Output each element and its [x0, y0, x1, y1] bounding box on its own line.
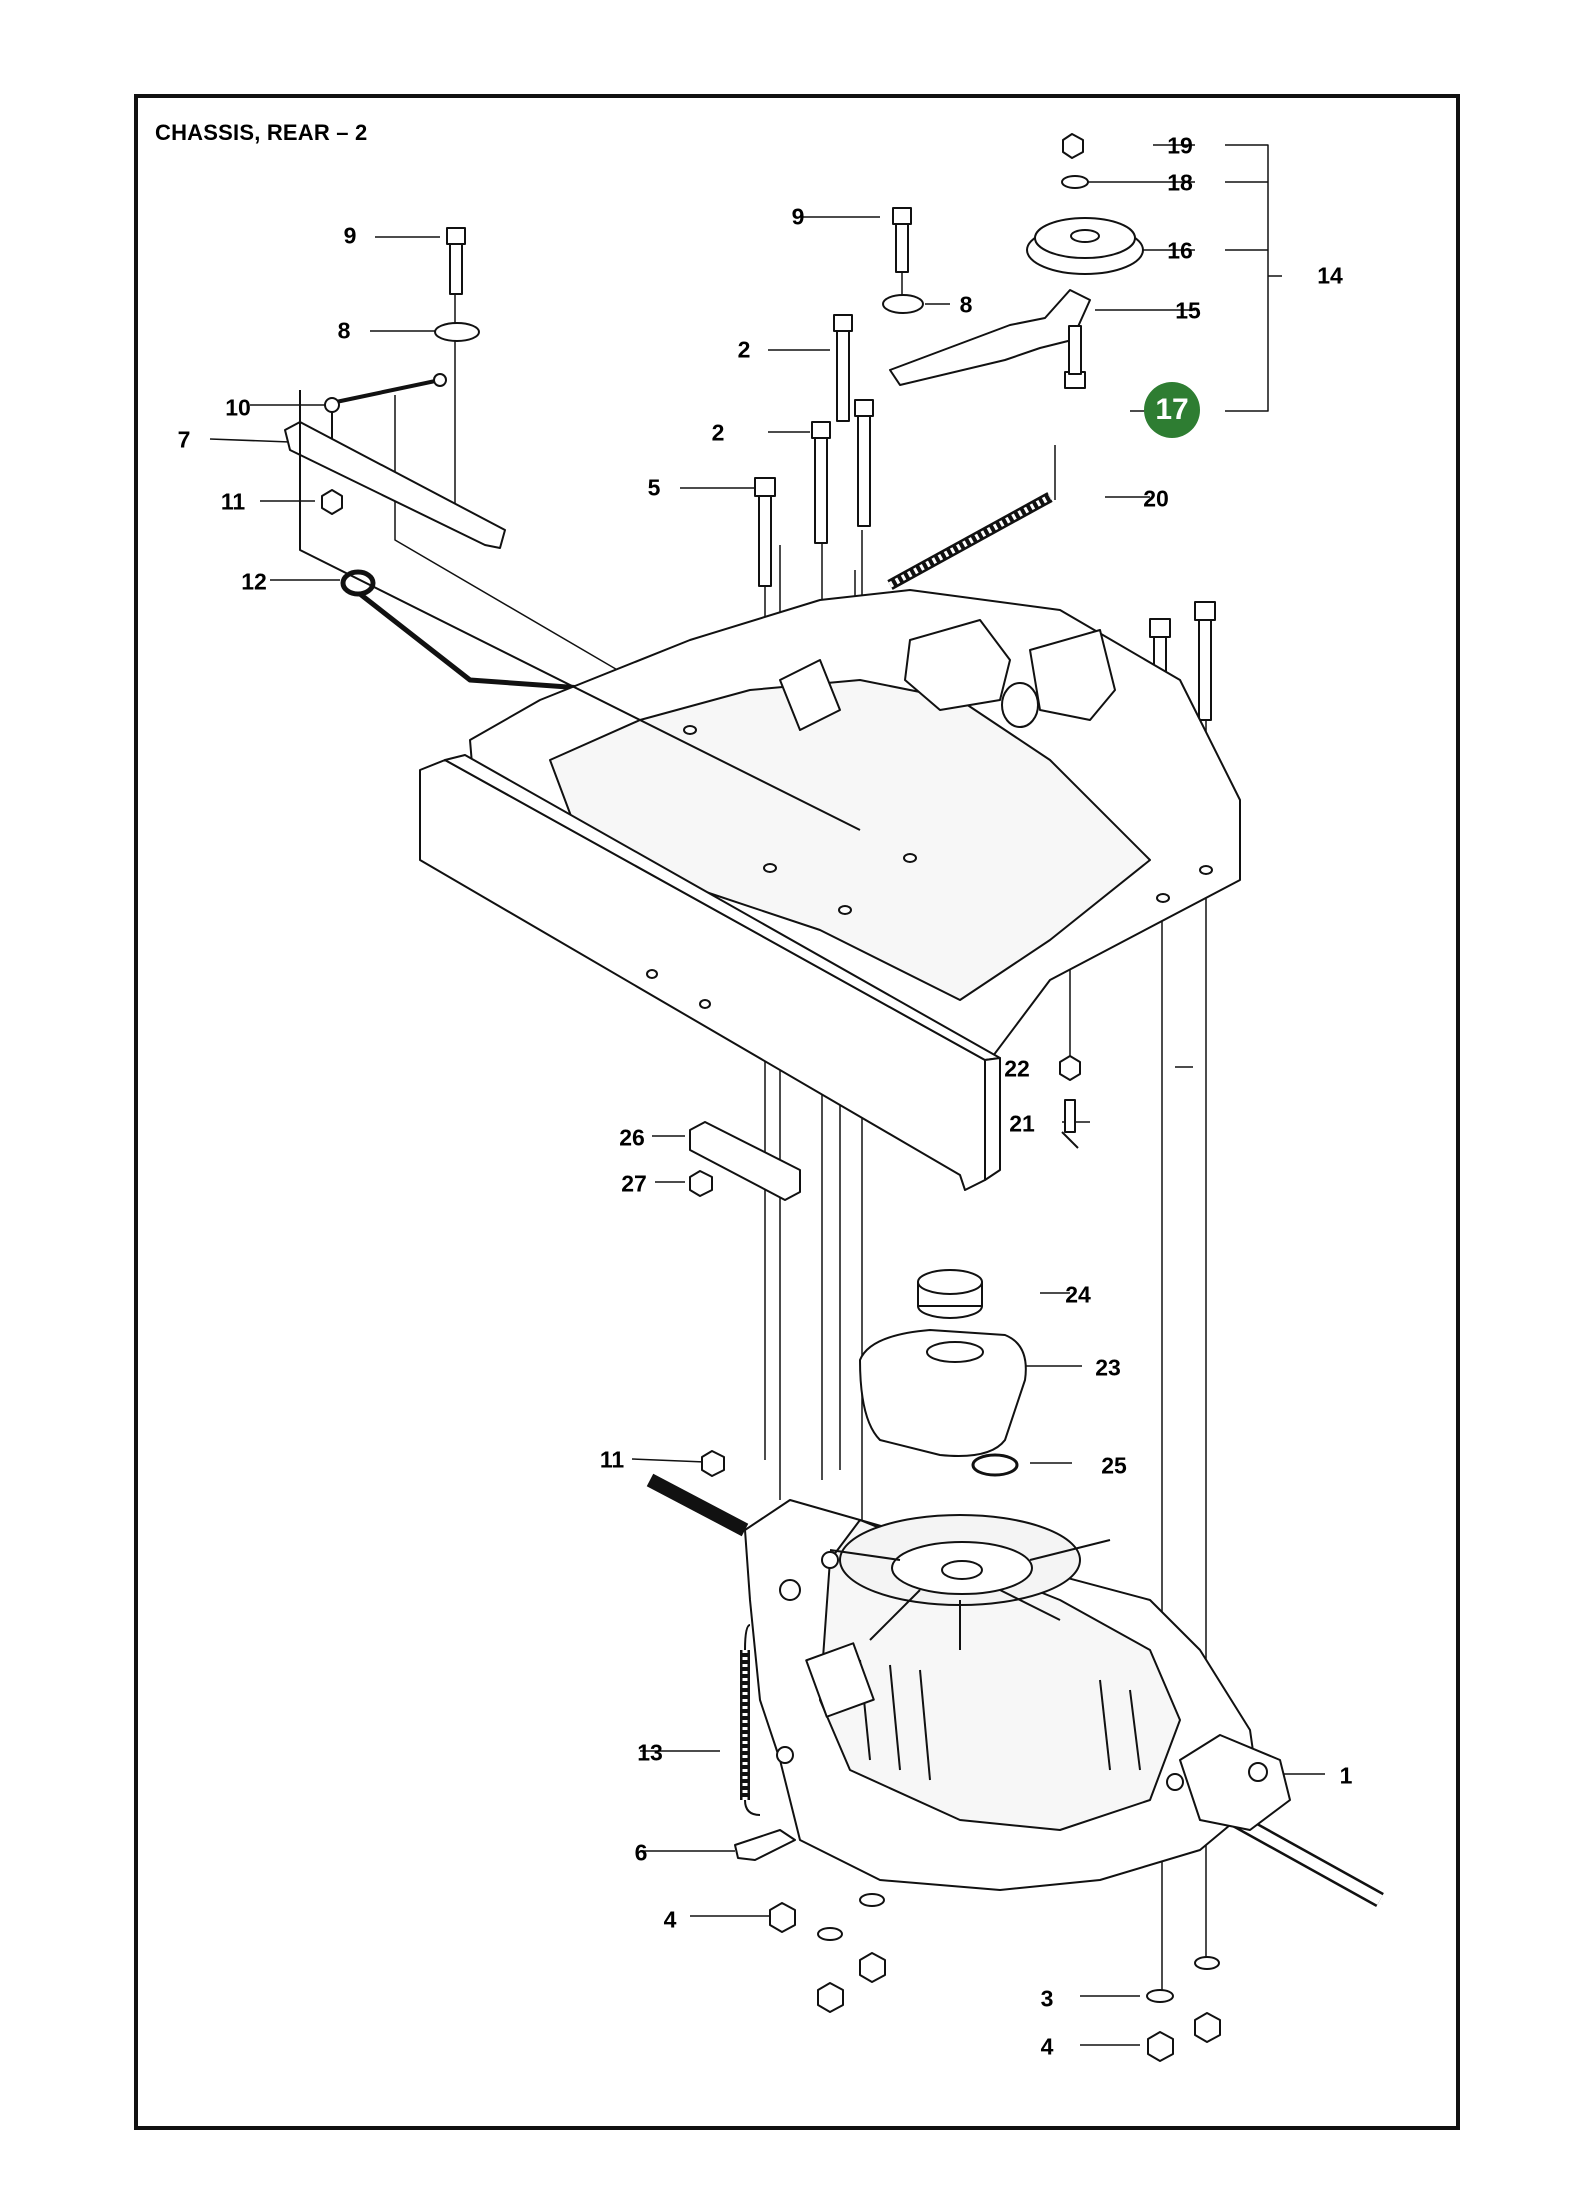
bolt-5	[754, 477, 776, 587]
spring-13	[740, 1624, 761, 1816]
callout-5: 5	[647, 474, 661, 501]
callout-13: 13	[637, 1739, 663, 1766]
bolt-long-right-2	[1194, 601, 1216, 721]
rear-bumper	[419, 754, 1001, 1191]
callout-12: 12	[241, 568, 267, 595]
callout-10: 10	[225, 394, 251, 421]
diagram-frame	[134, 94, 1460, 2130]
callout-14: 14	[1317, 262, 1343, 289]
nut-4-left	[769, 1902, 796, 1933]
transaxle-1	[646, 1473, 1384, 1907]
callout-19: 19	[1167, 132, 1193, 159]
bolt-2b	[811, 421, 831, 544]
oil-reservoir-23	[859, 1329, 1027, 1457]
reservoir-cap-24	[917, 1269, 983, 1319]
plate-6	[734, 1829, 796, 1861]
callout-3: 3	[1040, 1985, 1054, 2012]
nut-19	[1062, 133, 1084, 159]
callout-9-middle: 9	[791, 203, 805, 230]
callout-11-lower: 11	[599, 1446, 625, 1473]
callout-2-upper: 2	[737, 336, 751, 363]
nut-bottom-2	[859, 1952, 886, 1983]
hose-clamp-25	[971, 1453, 1019, 1477]
callout-6: 6	[634, 1839, 648, 1866]
nut-bottom-1	[817, 1982, 844, 2013]
idler-arm-15	[889, 289, 1091, 386]
callout-25: 25	[1101, 1452, 1127, 1479]
page-title: CHASSIS, REAR – 2	[155, 120, 368, 145]
callout-4-left: 4	[663, 1906, 677, 1933]
screw-21	[1061, 1099, 1079, 1149]
callout-7: 7	[177, 426, 191, 453]
callout-21: 21	[1009, 1110, 1035, 1137]
washer-bottom-2	[859, 1893, 885, 1907]
bolt-9-middle	[892, 207, 912, 273]
callout-26: 26	[619, 1124, 645, 1151]
callout-11-upper: 11	[220, 488, 246, 515]
bolt-17	[1064, 325, 1086, 389]
callout-18: 18	[1167, 169, 1193, 196]
callout-2-lower: 2	[711, 419, 725, 446]
bolt-2c	[854, 399, 874, 527]
washer-18	[1061, 175, 1089, 189]
spring-20	[887, 492, 1053, 590]
callout-23: 23	[1095, 1354, 1121, 1381]
callout-16: 16	[1167, 237, 1193, 264]
callout-24: 24	[1065, 1281, 1091, 1308]
bracket-26	[689, 1121, 801, 1201]
nut-11-lower	[701, 1450, 725, 1477]
control-rod	[299, 390, 861, 831]
washer-3	[1146, 1989, 1174, 2003]
bolt-9-left	[446, 227, 466, 295]
callout-22: 22	[1004, 1055, 1030, 1082]
nut-11-left	[321, 489, 343, 515]
callout-17-highlighted: 17	[1144, 382, 1200, 438]
callout-20: 20	[1143, 485, 1169, 512]
callout-8-left: 8	[337, 317, 351, 344]
callout-15: 15	[1175, 297, 1201, 324]
nut-bottom-3	[1194, 2012, 1221, 2043]
bolt-2a	[833, 314, 853, 422]
nut-22	[1059, 1055, 1081, 1081]
callout-1: 1	[1339, 1762, 1353, 1789]
callout-9-left: 9	[343, 222, 357, 249]
washer-bottom-3	[1194, 1956, 1220, 1970]
callout-27: 27	[621, 1170, 647, 1197]
pulley-16	[1026, 217, 1144, 275]
nut-27	[689, 1170, 713, 1197]
washer-8-middle	[882, 294, 924, 314]
callout-8-middle: 8	[959, 291, 973, 318]
washer-bottom-1	[817, 1927, 843, 1941]
ball-joint-rod-10	[324, 373, 447, 455]
nut-4-right	[1147, 2031, 1174, 2062]
callout-4-right: 4	[1040, 2033, 1054, 2060]
washer-8-left	[434, 322, 480, 342]
